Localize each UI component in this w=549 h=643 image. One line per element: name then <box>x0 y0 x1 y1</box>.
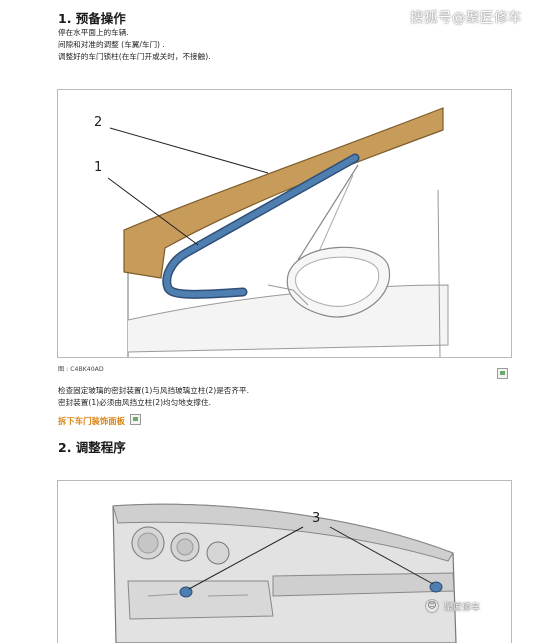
source-badge: 😊 聚匠修车 <box>425 595 480 614</box>
check-line-1: 检查固定玻璃的密封装置(1)与风挡玻璃立柱(2)是否齐平. <box>58 386 249 395</box>
watermark: 搜狐号@聚匠修车 <box>410 10 522 26</box>
section-1-title: 1. 预备操作 <box>58 11 126 26</box>
figure-1-frame: 2 1 <box>57 89 512 358</box>
remove-door-trim-link[interactable]: 拆下车门装饰面板 <box>58 416 125 426</box>
link-row: 拆下车门装饰面板 <box>58 409 142 428</box>
figure-2-illustration <box>112 503 457 643</box>
section-2-title: 2. 调整程序 <box>58 440 126 455</box>
callout-label-1: 1 <box>94 160 103 175</box>
figure-1-illustration <box>107 107 449 357</box>
source-badge-text: 聚匠修车 <box>444 603 481 613</box>
callout-label-3: 3 <box>312 511 321 526</box>
figure-2-frame: 3 <box>57 480 512 643</box>
prep-line-1: 停在水平面上的车辆. <box>58 28 129 37</box>
callout-label-2: 2 <box>94 115 103 130</box>
check-line-2: 密封装置(1)必须由风挡立柱(2)均匀地支撑住. <box>58 398 212 407</box>
figure-1-caption: 图 : C4BK40AD <box>58 366 104 373</box>
smiley-icon: 😊 <box>425 598 439 613</box>
prep-line-3: 调整好的车门锁柱(在车门开或关时，不接触). <box>58 52 211 61</box>
prep-line-2: 间隙和对准的调整 (车翼/车门) . <box>58 40 165 49</box>
broken-image-icon <box>130 414 142 425</box>
broken-image-icon <box>497 368 508 379</box>
